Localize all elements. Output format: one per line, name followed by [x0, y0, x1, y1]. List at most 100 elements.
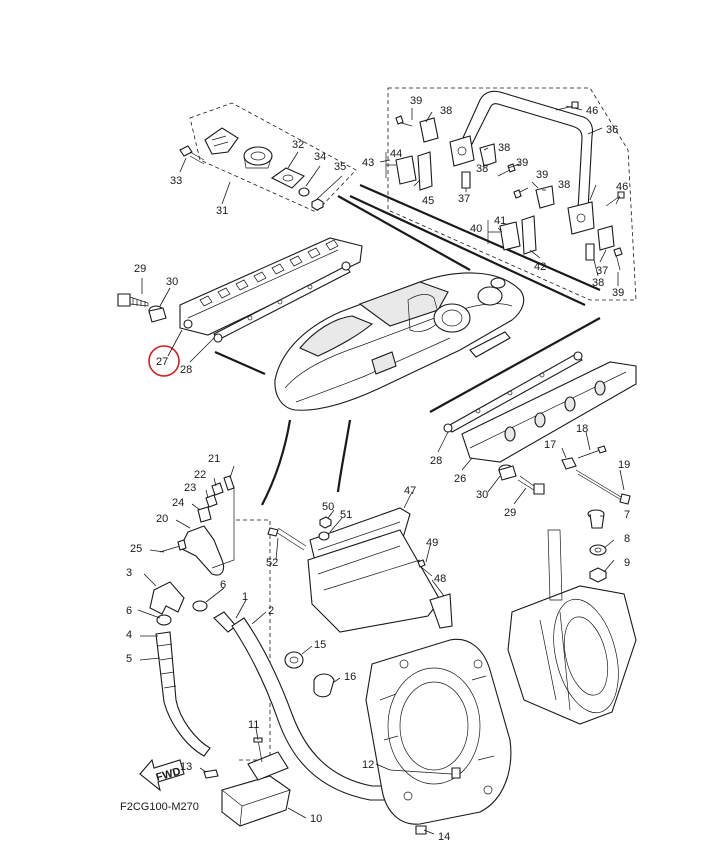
nut-9 — [589, 567, 607, 583]
bolt-29-right — [517, 475, 545, 495]
hose-4-5 — [155, 631, 211, 757]
callout-12: 12 — [362, 759, 374, 771]
callout-10: 10 — [310, 813, 322, 825]
callout-51: 51 — [340, 509, 352, 521]
grommet-32 — [243, 146, 273, 169]
screw-49 — [417, 559, 433, 577]
callout-41: 41 — [494, 215, 506, 227]
fwd-arrow-icon: FWD — [139, 758, 185, 792]
bolt-14 — [415, 825, 427, 835]
grommet-15 — [284, 651, 304, 669]
bolt-39-c — [513, 187, 529, 199]
callout-39: 39 — [536, 169, 548, 181]
callout-31: 31 — [216, 205, 228, 217]
callout-24: 24 — [172, 497, 184, 509]
collar-30-right — [498, 464, 517, 481]
callout-18: 18 — [576, 423, 588, 435]
callout-37: 37 — [458, 193, 470, 205]
callout-38: 38 — [592, 277, 604, 289]
callout-15: 15 — [314, 639, 326, 651]
bracket-20 — [179, 525, 225, 576]
latch-31 — [204, 127, 239, 155]
bracket-38-c — [535, 185, 555, 209]
callout-38: 38 — [558, 179, 570, 191]
fittings-21-24 — [197, 475, 235, 523]
clamp-17 — [561, 457, 577, 470]
bracket-38-d — [597, 225, 615, 251]
callout-39: 39 — [410, 95, 422, 107]
bolt-46-b — [605, 191, 625, 207]
cable-tie-19 — [575, 469, 631, 505]
callout-39: 39 — [516, 157, 528, 169]
callout-leaders — [137, 105, 625, 835]
callout-9: 9 — [624, 557, 630, 569]
spacer-37-a — [461, 171, 471, 189]
left-sponson — [179, 237, 363, 343]
callout-16: 16 — [344, 671, 356, 683]
callout-43: 43 — [362, 157, 374, 169]
drain-plug-7 — [587, 509, 605, 529]
bolt-33 — [179, 145, 205, 165]
callout-33: 33 — [170, 175, 182, 187]
callout-8: 8 — [624, 533, 630, 545]
callout-7: 7 — [624, 509, 630, 521]
callout-20: 20 — [156, 513, 168, 525]
callout-6: 6 — [220, 579, 226, 591]
elbow-3 — [149, 581, 185, 615]
callout-26: 26 — [454, 473, 466, 485]
callout-50: 50 — [322, 501, 334, 513]
callout-29: 29 — [504, 507, 516, 519]
callout-21: 21 — [208, 453, 220, 465]
callout-42: 42 — [534, 261, 546, 273]
screw-18 — [577, 445, 607, 459]
duct-48 — [307, 529, 453, 633]
bolt-46-a — [555, 101, 579, 111]
callout-34: 34 — [314, 151, 326, 163]
callout-45: 45 — [422, 195, 434, 207]
callout-46: 46 — [586, 105, 598, 117]
bracket-38-b — [479, 143, 497, 167]
bolt-29-left — [117, 293, 149, 307]
clip-13 — [203, 769, 219, 779]
nut-50 — [319, 516, 332, 529]
bracket-44 — [395, 155, 417, 185]
callout-39: 39 — [612, 287, 624, 299]
callout-32: 32 — [292, 139, 304, 151]
mount-block-left — [449, 135, 475, 167]
callout-23: 23 — [184, 482, 196, 494]
callout-40: 40 — [470, 223, 482, 235]
cap-16 — [313, 673, 335, 698]
washer-8 — [589, 544, 607, 556]
callout-4: 4 — [126, 629, 132, 641]
callout-38: 38 — [476, 163, 488, 175]
screw-11 — [253, 737, 263, 763]
callout-30: 30 — [166, 276, 178, 288]
bolt-12 — [389, 767, 461, 779]
mount-block-right — [567, 201, 595, 235]
bolt-39-a — [395, 115, 413, 127]
right-sponson — [443, 351, 637, 463]
callout-48: 48 — [434, 573, 446, 585]
callout-36: 36 — [606, 124, 618, 136]
callout-28: 28 — [180, 364, 192, 376]
callout-28: 28 — [430, 455, 442, 467]
callout-17: 17 — [544, 439, 556, 451]
spacer-37-b — [585, 243, 595, 261]
callout-22: 22 — [194, 469, 206, 481]
callout-52: 52 — [266, 557, 278, 569]
callout-30: 30 — [476, 489, 488, 501]
callout-46: 46 — [616, 181, 628, 193]
hull-body — [274, 272, 525, 411]
hose-1 — [213, 611, 237, 633]
callout-49: 49 — [426, 537, 438, 549]
collar-30-left — [148, 305, 167, 323]
bracket-38-a — [419, 117, 439, 143]
callout-6: 6 — [126, 605, 132, 617]
plate-42 — [521, 215, 537, 255]
washer-51 — [318, 531, 330, 541]
tie-52 — [267, 527, 307, 551]
callout-25: 25 — [130, 543, 142, 555]
callout-44: 44 — [390, 148, 402, 160]
washer-34 — [298, 187, 310, 197]
